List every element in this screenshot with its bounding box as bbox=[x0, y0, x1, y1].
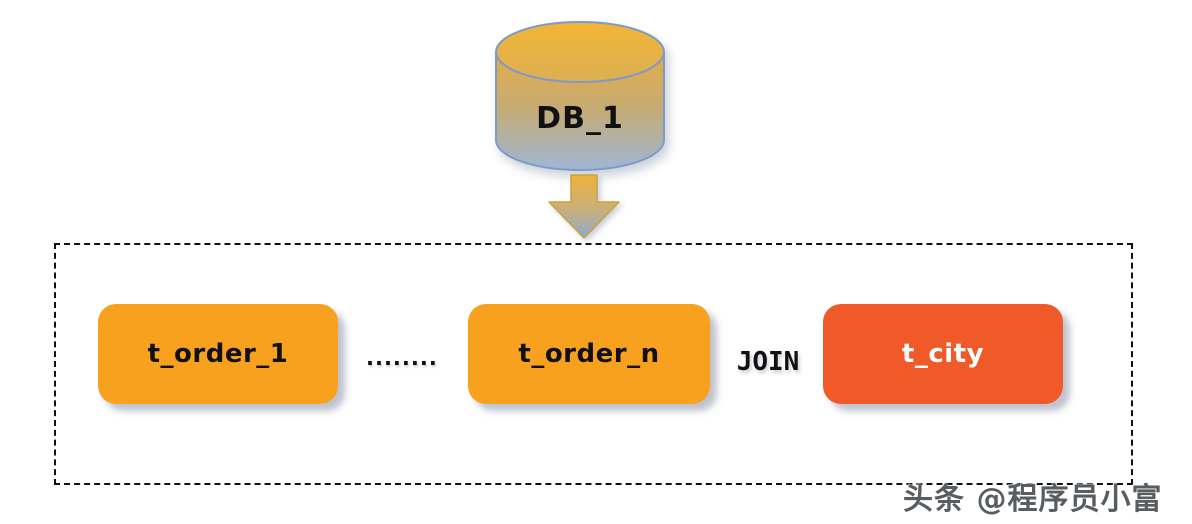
ellipsis-dots: ........ bbox=[366, 346, 438, 370]
table-label: t_order_1 bbox=[147, 339, 289, 369]
table-label: t_city bbox=[901, 339, 985, 369]
table-box-t-order-n: t_order_n bbox=[468, 304, 710, 404]
table-label: t_order_n bbox=[518, 339, 660, 369]
watermark-text: 头条 @程序员小富 bbox=[903, 482, 1163, 517]
shard-tables-container bbox=[54, 243, 1133, 485]
database-cylinder-icon bbox=[492, 16, 668, 176]
database-label: DB_1 bbox=[536, 101, 624, 136]
arrow-down-icon bbox=[548, 174, 620, 240]
table-box-t-order-1: t_order_1 bbox=[98, 304, 338, 404]
join-label: JOIN bbox=[736, 347, 800, 377]
table-box-t-city: t_city bbox=[823, 304, 1063, 404]
